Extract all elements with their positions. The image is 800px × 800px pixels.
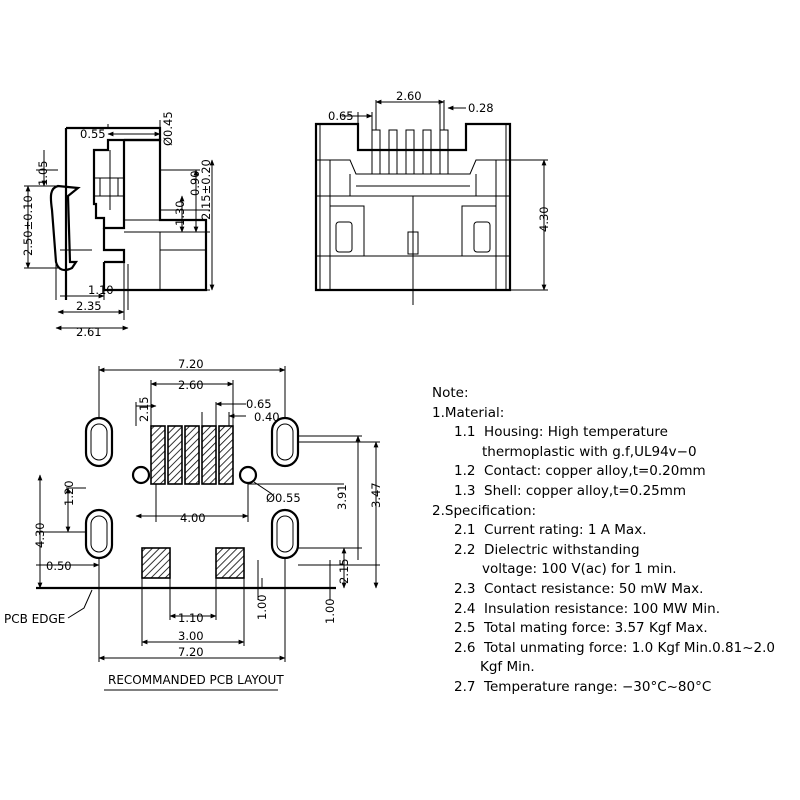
side-body-outline bbox=[102, 138, 208, 292]
side-view: 0.55 Ø0.45 1.05 2.50±0.10 0.90 2.15±0.20… bbox=[21, 111, 215, 339]
pcb-dim-391: 3.91 bbox=[335, 484, 349, 510]
pcb-layout: 7.20 2.15 2.60 0.65 0.40 3.91 3.47 Ø0.55… bbox=[4, 357, 383, 691]
front-left-slot bbox=[335, 221, 353, 253]
pcb-dim-120: 1.20 bbox=[62, 480, 76, 506]
pcb-dim-347: 3.47 bbox=[369, 482, 383, 508]
pcb-edge-leader bbox=[67, 589, 93, 619]
pcb-dim-040: 0.40 bbox=[254, 410, 280, 424]
pcb-dim-260: 2.60 bbox=[178, 378, 204, 392]
pcb-signal-pad bbox=[167, 425, 183, 485]
side-inner-lines bbox=[109, 150, 206, 290]
front-pin bbox=[405, 129, 415, 175]
side-contact bbox=[94, 177, 124, 197]
spec-heading: 2.Specification: bbox=[432, 502, 537, 519]
front-pin bbox=[388, 129, 398, 175]
front-left-window bbox=[329, 205, 365, 257]
note-2-6: 2.6 Total unmating force: 1.0 Kgf Min.0.… bbox=[454, 639, 776, 656]
pcb-slot-top-right bbox=[270, 416, 300, 468]
pcb-dim-400: 4.00 bbox=[180, 511, 206, 525]
pcb-slot-top-left bbox=[84, 416, 114, 468]
side-dim-110: 1.10 bbox=[88, 283, 114, 297]
note-2-5: 2.5 Total mating force: 3.57 Kgf Max. bbox=[454, 620, 708, 637]
material-heading: 1.Material: bbox=[432, 404, 505, 421]
pcb-shell-pad-left bbox=[141, 547, 171, 579]
pcb-locating-hole-left bbox=[131, 465, 151, 485]
pcb-slot-bottom-left bbox=[84, 508, 114, 560]
pcb-dim-300: 3.00 bbox=[178, 629, 204, 643]
notes-block: Note: 1.Material: 1.1 Housing: High temp… bbox=[432, 384, 800, 698]
pcb-layout-title: RECOMMANDED PCB LAYOUT bbox=[108, 673, 284, 687]
pcb-locating-hole-right bbox=[238, 465, 258, 485]
side-shell-outline bbox=[64, 126, 162, 300]
side-dim-055: 0.55 bbox=[80, 127, 106, 141]
pcb-dim-100b: 1.00 bbox=[323, 598, 337, 624]
front-pins bbox=[371, 129, 449, 175]
side-dim-090: 0.90 bbox=[188, 170, 202, 196]
pcb-dim-leader-055 bbox=[253, 481, 273, 495]
front-dim-028: 0.28 bbox=[468, 101, 494, 115]
note-1-2: 1.2 Contact: copper alloy,t=0.20mm bbox=[454, 463, 706, 480]
pcb-signal-pad bbox=[184, 425, 200, 485]
note-2-1: 2.1 Current rating: 1 A Max. bbox=[454, 522, 647, 539]
pcb-slot-bottom-right bbox=[270, 508, 300, 560]
note-1-1: 1.1 Housing: High temperature bbox=[454, 424, 668, 441]
front-dim-430: 4.30 bbox=[537, 206, 551, 232]
pcb-shell-pad-right bbox=[215, 547, 245, 579]
side-dim-130: 1.30 bbox=[173, 200, 187, 226]
pcb-signal-pad bbox=[150, 425, 166, 485]
side-hook bbox=[49, 184, 81, 272]
pcb-dim-110: 1.10 bbox=[178, 611, 204, 625]
front-dim-065: 0.65 bbox=[328, 109, 354, 123]
front-right-window bbox=[461, 205, 497, 257]
note-2-2-cont: voltage: 100 V(ac) for 1 min. bbox=[482, 561, 677, 578]
pcb-dim-065: 0.65 bbox=[246, 397, 272, 411]
pcb-signal-pad bbox=[201, 425, 217, 485]
pcb-dim-100a: 1.00 bbox=[255, 594, 269, 620]
pcb-dim-055: Ø0.55 bbox=[266, 491, 301, 505]
front-right-slot bbox=[473, 221, 491, 253]
pcb-dim-050: 0.50 bbox=[46, 559, 72, 573]
pcb-dim-215-right: 2.15 bbox=[337, 558, 351, 584]
note-1-3: 1.3 Shell: copper alloy,t=0.25mm bbox=[454, 482, 687, 499]
note-1-1-cont: thermoplastic with g.f,UL94v−0 bbox=[482, 443, 697, 460]
pcb-edge-label: PCB EDGE bbox=[4, 612, 65, 626]
side-dim-261: 2.61 bbox=[76, 325, 102, 339]
side-dim-235: 2.35 bbox=[76, 299, 102, 313]
side-dim-105: 1.05 bbox=[36, 160, 50, 186]
note-2-4: 2.4 Insulation resistance: 100 MW Min. bbox=[454, 600, 721, 617]
front-pin bbox=[439, 129, 449, 175]
note-2-2: 2.2 Dielectric withstanding bbox=[454, 541, 640, 558]
note-2-3: 2.3 Contact resistance: 50 mW Max. bbox=[454, 580, 704, 597]
pcb-dim-720-bottom: 7.20 bbox=[178, 645, 204, 659]
side-dim-215: 2.15±0.20 bbox=[199, 159, 213, 220]
front-outline bbox=[314, 122, 512, 292]
pcb-signal-pads bbox=[150, 425, 234, 485]
pcb-dim-215-top: 2.15 bbox=[137, 396, 151, 422]
front-view: 0.65 2.60 0.28 4.30 bbox=[314, 89, 551, 305]
note-2-6-cont: Kgf Min. bbox=[480, 659, 535, 676]
pcb-signal-pad bbox=[218, 425, 234, 485]
note-2-7: 2.7 Temperature range: −30°C~80°C bbox=[454, 678, 712, 695]
pcb-dim-430: 4.30 bbox=[33, 522, 47, 548]
front-dim-260: 2.60 bbox=[396, 89, 422, 103]
side-dim-045: Ø0.45 bbox=[161, 111, 175, 146]
side-dim-250: 2.50±0.10 bbox=[21, 195, 35, 256]
front-pin bbox=[371, 129, 381, 175]
pcb-dim-720-top: 7.20 bbox=[178, 357, 204, 371]
front-pin bbox=[422, 129, 432, 175]
notes-heading: Note: bbox=[432, 385, 469, 401]
